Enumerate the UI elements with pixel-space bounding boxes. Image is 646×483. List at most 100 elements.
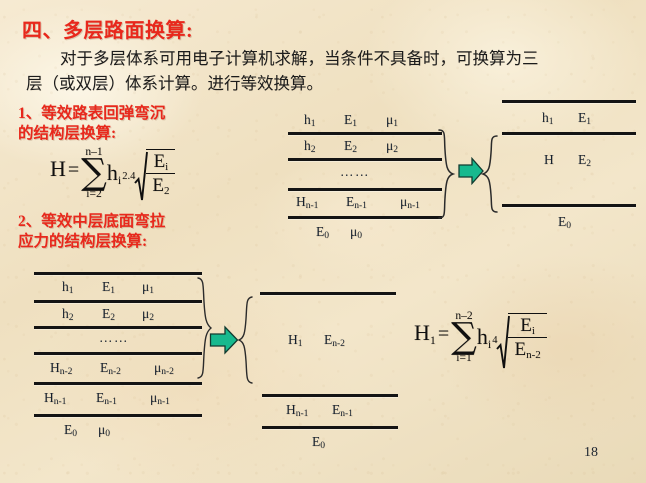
- bl-row-3-e-sub: n-2: [108, 367, 121, 377]
- layer-row-1-e: E2: [344, 138, 357, 155]
- layer-divider-4: [288, 216, 442, 219]
- br-row-1-h: Hn-1: [286, 402, 308, 419]
- formula1-term-base: h: [106, 159, 118, 185]
- formula2-term: hi: [476, 323, 492, 351]
- brace-bottom-equivalent-group: [237, 295, 254, 385]
- br-row-0-h-base: H: [288, 332, 298, 347]
- formula2-num-base: E: [520, 315, 532, 336]
- subgrade-mu: μ0: [350, 224, 362, 241]
- layer-row-1-e-sub: 2: [352, 145, 357, 155]
- bl-row-0-e-sub: 1: [110, 286, 115, 296]
- diagram-equivalent-three-layer: H1 En-2 Hn-1 En-1 E0: [254, 290, 414, 470]
- br-row-1-h-base: H: [286, 402, 296, 417]
- bl-row-3-e: En-2: [100, 360, 121, 377]
- bl-row-1-mu: μ2: [142, 306, 154, 323]
- formula2-term-sub: i: [487, 336, 492, 351]
- eq2-divider-2: [502, 204, 636, 207]
- brace-icon: [197, 277, 213, 379]
- section-1-line-1: 1、等效路表回弹弯沉: [18, 105, 166, 122]
- layer-row-0-h-sub: 1: [310, 119, 316, 129]
- layer-row-1-e-base: E: [344, 138, 353, 153]
- bl-divider-4: [34, 382, 202, 385]
- formula2-equals: =: [437, 323, 450, 346]
- subgrade-mu-sub: 0: [357, 231, 362, 241]
- layer-divider-3: [288, 188, 442, 191]
- body-line-1: 对于多层体系可用电子计算机求解，当条件不具备时，可换算为三: [60, 49, 539, 68]
- layer-row-3-h-sub: n-1: [305, 201, 319, 211]
- bl-row-4-mu: μn-1: [150, 390, 170, 407]
- eq2-row-0-e-base: E: [578, 110, 587, 125]
- bl-divider-5: [34, 414, 202, 417]
- diagram-multi-layer-bending: h1 E1 μ1 h2 E2 μ2 …… Hn-2 En-2 μn-2: [14, 268, 214, 468]
- br-row-0-e: En-2: [324, 332, 345, 349]
- bl-row-1-h-base: h: [62, 306, 69, 321]
- bl-row-1-e-sub: 2: [110, 313, 115, 323]
- eq2-row-0-h-sub: 1: [548, 117, 554, 127]
- bl-divider-0: [34, 272, 202, 275]
- brace-equivalent-group: [480, 134, 499, 214]
- formula1-radical-index: 2.4: [122, 171, 136, 182]
- formula2-term-base: h: [476, 323, 488, 349]
- bl-subgrade-mu: μ0: [98, 422, 110, 439]
- bl-row-0-mu: μ1: [142, 279, 154, 296]
- formula2-denominator: En-2: [508, 337, 547, 361]
- layer-row-1-mu-sub: 2: [393, 145, 398, 155]
- bl-row-4-h: Hn-1: [44, 390, 67, 407]
- layer-row-0-e-base: E: [344, 112, 353, 127]
- subgrade-e: E0: [316, 224, 329, 241]
- section-2-line-1: 2、等效中层底面弯拉: [18, 213, 166, 230]
- subgrade-e-sub: 0: [324, 231, 329, 241]
- bl-divider-1: [34, 300, 202, 303]
- bl-row-3-h-base: H: [50, 360, 60, 375]
- eq2-row-1-e-base: E: [578, 152, 587, 167]
- formula1-sigma-upper: n–1: [85, 146, 103, 158]
- bl-row-4-h-sub: n-1: [53, 397, 67, 407]
- formula1-num-sub: i: [165, 161, 169, 173]
- br-divider-1: [262, 394, 398, 397]
- layer-row-0-h: h1: [304, 112, 316, 129]
- formula1-numerator: Ei: [146, 151, 175, 173]
- bl-subgrade-mu-sub: 0: [105, 429, 110, 439]
- bl-row-1-mu-base: μ: [142, 306, 150, 321]
- layer-row-0-h-base: h: [304, 112, 311, 127]
- eq2-row-1-h-base: H: [544, 152, 554, 167]
- layer-row-3-e: En-1: [346, 194, 367, 211]
- layer-row-3-mu: μn-1: [400, 194, 420, 211]
- formula1-den-base: E: [152, 175, 164, 196]
- brace-icon: [480, 135, 498, 213]
- bl-divider-3: [34, 352, 202, 355]
- bl-row-0-h: h1: [62, 279, 74, 296]
- formula2-lhs-base: H: [414, 320, 430, 346]
- section-1-line-2: 的结构层换算:: [18, 125, 117, 142]
- br-row-0-h: H1: [288, 332, 303, 349]
- page-number: 18: [584, 445, 598, 460]
- formula1-equals: =: [67, 159, 80, 182]
- formula2-fraction: Ei En-2: [508, 313, 547, 361]
- brace-multi-layer-group: [437, 128, 456, 220]
- br-row-1-e: En-1: [332, 402, 353, 419]
- eq2-divider-0: [502, 100, 636, 103]
- bl-row-0-h-base: h: [62, 279, 69, 294]
- eq2-row-1-e-sub: 2: [586, 159, 591, 169]
- radical-sign-icon: [134, 151, 149, 201]
- section-2-line-2: 应力的结构层换算:: [18, 233, 148, 250]
- formula2-lhs: H1: [414, 320, 436, 347]
- bl-subgrade-e-sub: 0: [72, 429, 77, 439]
- bl-row-4-e-base: E: [96, 390, 105, 405]
- bl-row-0-h-sub: 1: [68, 286, 74, 296]
- layer-divider-1: [288, 132, 442, 135]
- radical-sign-icon: [496, 315, 511, 369]
- layer-row-3-h-base: H: [296, 194, 306, 209]
- bl-row-4-e: En-1: [96, 390, 117, 407]
- eq2-row-1-h: H: [544, 152, 554, 168]
- eq2-row-0-h-base: h: [542, 110, 549, 125]
- bl-row-3-h: Hn-2: [50, 360, 72, 377]
- layer-row-1-h-base: h: [304, 138, 311, 153]
- bl-subgrade-e-base: E: [64, 422, 73, 437]
- br-subgrade-e-base: E: [312, 434, 321, 449]
- layer-row-3-mu-base: μ: [400, 194, 408, 209]
- bl-row-3-mu-sub: n-2: [161, 367, 174, 377]
- br-divider-2: [262, 426, 398, 429]
- bl-row-3-mu: μn-2: [154, 360, 174, 377]
- bl-row-4-mu-sub: n-1: [157, 397, 170, 407]
